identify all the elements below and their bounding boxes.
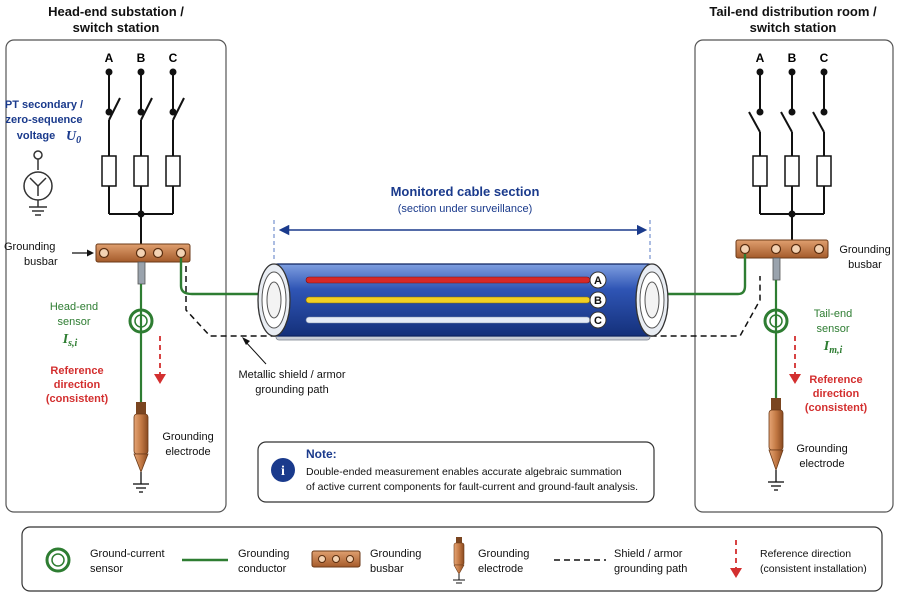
cable-phase-c-label: C — [594, 315, 602, 327]
tail-end-electrode-line1: Grounding — [796, 443, 847, 455]
tail-end-electrode-line2: electrode — [799, 458, 844, 470]
legend-sensor-line1: Ground-current — [90, 548, 165, 560]
tail-end-reference-line3: (consistent) — [805, 402, 868, 414]
tail-end-electrode-icon — [768, 398, 784, 491]
tail-end-grounding-busbar — [735, 239, 829, 259]
head-end-sensor-label-line2: sensor — [57, 316, 90, 328]
head-end-sensor-inner-ring — [134, 314, 148, 328]
tail-end-busbar-line1: Grounding — [839, 244, 890, 256]
pt-label-line3: voltage — [17, 130, 56, 142]
cable-phase-b-badge — [589, 291, 607, 309]
head-end-electrode-icon — [133, 402, 149, 493]
cable-phase-a-label: A — [594, 275, 602, 287]
note-line1: Double-ended measurement enables accurat… — [306, 466, 622, 478]
cable-phase-a-badge — [589, 271, 607, 289]
tail-end-reference-line2: direction — [813, 388, 860, 400]
tail-end-phase-b-label: B — [788, 51, 797, 65]
tail-end-shield-conductor — [656, 254, 747, 296]
cable-left-end-ring2 — [266, 281, 282, 319]
legend-sensor-icon — [45, 547, 71, 573]
tail-end-reference-arrowhead — [789, 374, 801, 384]
head-end-reference-line2: direction — [54, 379, 101, 391]
head-end-phase-a-label: A — [105, 51, 114, 65]
cable-phase-c-conductor — [305, 316, 591, 324]
legend-busbar-icon — [311, 550, 361, 568]
head-end-reference-line3: (consistent) — [46, 393, 109, 405]
tail-end-busbar-line2: busbar — [848, 259, 882, 271]
cable-phase-c-badge — [589, 311, 607, 329]
head-end-sensor-label-line1: Head-end — [50, 301, 98, 313]
legend-box — [21, 526, 883, 592]
cable-right-end-ring2 — [644, 281, 660, 319]
tail-end-sensor-inner-ring — [769, 314, 783, 328]
head-end-title-line2: switch station — [73, 20, 160, 35]
legend-electrode-line1: Grounding — [478, 548, 529, 560]
shield-label-line1: Metallic shield / armor — [239, 369, 346, 381]
head-end-reference-arrowhead — [154, 374, 166, 384]
legend-shield-line2: grounding path — [614, 563, 687, 575]
head-end-electrode-line1: Grounding — [162, 431, 213, 443]
tail-end-title-line1: Tail-end distribution room / — [709, 4, 877, 19]
shield-label-pointer-arrowhead — [242, 337, 250, 345]
legend-conductor-line1: Grounding — [238, 548, 289, 560]
head-end-shield-conductor — [179, 258, 268, 296]
head-end-grounding-busbar — [95, 243, 191, 263]
pt-label-line1: PT secondary / — [5, 99, 83, 111]
tail-end-station-frame — [694, 39, 894, 513]
legend-electrode-icon — [453, 537, 465, 584]
pt-label-line2: zero-sequence — [5, 114, 82, 126]
tail-end-switchgear — [748, 68, 832, 244]
legend-conductor-line2: conductor — [238, 563, 287, 575]
note-box — [257, 441, 655, 503]
head-end-sensor-icon — [128, 308, 154, 334]
info-icon — [271, 458, 295, 482]
cable-phase-a-conductor — [305, 276, 591, 284]
tail-end-phase-c-label: C — [820, 51, 829, 65]
tail-end-phase-a-label: A — [756, 51, 765, 65]
legend-sensor-inner-ring — [51, 553, 65, 567]
legend-reference-line1: Reference direction — [760, 548, 851, 560]
pt-symbol: U0 — [66, 129, 81, 146]
head-end-reference-line1: Reference — [50, 365, 103, 377]
head-end-title-line1: Head-end substation / — [48, 4, 184, 19]
shield-label-pointer — [243, 339, 267, 365]
note-line2: of active current components for fault-c… — [306, 481, 638, 493]
head-end-sensor-symbol: Is,i — [62, 332, 78, 349]
tail-end-reference-line1: Reference — [809, 374, 862, 386]
tail-end-sensor-icon — [763, 308, 789, 334]
cable-section-title: Monitored cable section — [391, 184, 540, 199]
shield-label-line2: grounding path — [255, 384, 328, 396]
cable-section-subtitle: (section under surveillance) — [398, 203, 533, 215]
tail-end-title-line2: switch station — [750, 20, 837, 35]
head-end-station-frame — [5, 39, 227, 513]
cable-phase-b-label: B — [594, 295, 602, 307]
tail-end-sensor-symbol: Im,i — [823, 339, 843, 356]
cable-phase-b-conductor — [305, 296, 591, 304]
legend-busbar-line2: busbar — [370, 563, 404, 575]
legend-reference-line2: (consistent installation) — [760, 563, 867, 575]
note-heading: Note: — [306, 447, 337, 461]
legend-electrode-line2: electrode — [478, 563, 523, 575]
legend-reference-arrowhead — [730, 568, 742, 578]
legend-shield-line1: Shield / armor — [614, 548, 683, 560]
busbar-pointer-arrowhead — [87, 249, 94, 257]
tail-end-lead-connector — [772, 257, 781, 281]
legend-busbar-line1: Grounding — [370, 548, 421, 560]
head-end-switchgear — [101, 68, 185, 244]
tail-end-sensor-label-line1: Tail-end — [814, 308, 853, 320]
legend-sensor-line2: sensor — [90, 563, 123, 575]
info-icon-glyph: i — [281, 464, 285, 479]
head-end-lead-connector — [137, 261, 146, 285]
head-end-phase-b-label: B — [137, 51, 146, 65]
tail-end-sensor-label-line2: sensor — [816, 323, 849, 335]
pt-transformer-icon — [23, 150, 53, 216]
head-end-electrode-line2: electrode — [165, 446, 210, 458]
head-end-phase-c-label: C — [169, 51, 178, 65]
